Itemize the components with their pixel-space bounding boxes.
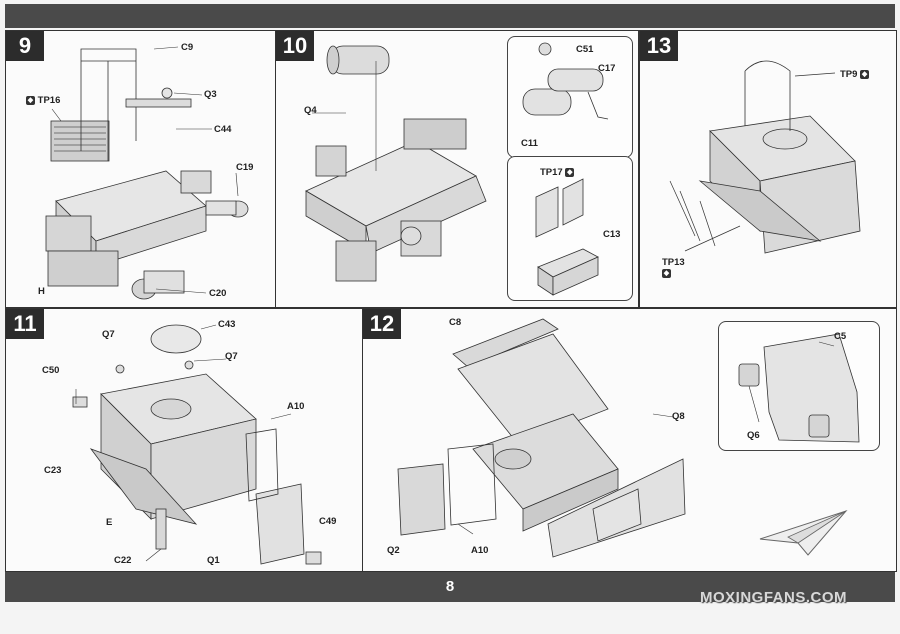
step-13-number: 13 [640,31,678,61]
label-tp9: TP9 ◆ [840,69,870,80]
label-c23: C23 [44,465,62,476]
roof-c8 [452,318,559,368]
label-a10: A10 [471,545,489,556]
label-c20: C20 [209,288,227,299]
subassembly-bracket: TP17 ◆ C13 [507,156,633,301]
label-c17: C17 [598,63,616,74]
step-12-panel: 12 C8 Q8 Q2 A10 C5 Q6 [362,308,897,572]
watermark-text: MOXINGFANS.COM [700,589,848,606]
grille [403,118,467,150]
step-9-panel: 9 ◆ TP16 C9 Q3 C44 C19 H C20 [5,30,276,308]
muffler-illustration [522,42,609,120]
grille [50,120,110,162]
label-c43: C43 [218,319,236,330]
door-q1 [255,483,305,565]
step-10-number: 10 [276,31,314,61]
step-9-illustration [45,46,249,300]
step-11-illustration [72,324,322,565]
label-c44: C44 [214,124,232,135]
label-c5: C5 [834,331,847,342]
label-c51: C51 [576,44,594,55]
subassembly-muffler: C51 C17 C11 [507,36,633,158]
label-tp16: ◆ TP16 [26,95,61,106]
air-filter [330,45,390,75]
door-q2 [397,463,446,536]
label-q6: Q6 [747,430,760,441]
step-11-panel: 11 C43 Q7 Q7 C50 A10 C23 E C49 C22 Q1 [5,308,363,572]
paint-drop-icon: ◆ [860,69,870,79]
label-c13: C13 [603,229,621,240]
paint-drop-icon: ◆ [662,268,671,278]
label-q3: Q3 [204,89,217,100]
bracket-illustration [535,178,599,296]
label-a10: A10 [287,401,305,412]
label-c22: C22 [114,555,132,566]
label-tp17: TP17 ◆ [540,167,575,178]
label-q7-right: Q7 [225,351,238,362]
label-c50: C50 [42,365,60,376]
label-h: H [38,286,45,297]
frame-c9 [80,48,137,161]
label-c8: C8 [449,317,462,328]
label-tp13: TP13◆ [662,257,685,278]
label-e: E [106,517,113,528]
label-c11: C11 [521,138,538,149]
antenna-frame [744,60,791,131]
step-13-illustration [669,60,861,254]
frame-a10 [245,428,279,502]
step-12-illustration [397,318,686,558]
label-q1: Q1 [207,555,220,566]
header-bar [5,4,895,28]
page-number-bar: 8 [5,572,895,602]
paint-drop-icon: ◆ [565,167,575,177]
label-c9: C9 [181,42,194,53]
step-10-panel: 10 Q4 C51 C17 C11 [275,30,639,308]
step-13-panel: 13 TP9 ◆ TP13◆ [639,30,897,308]
step-12-number: 12 [363,309,401,339]
step-11-number: 11 [6,309,44,339]
hatch-c43 [150,324,202,354]
paint-drop-icon: ◆ [26,95,35,105]
step-9-number: 9 [6,31,44,61]
label-q8: Q8 [672,411,685,422]
label-q2: Q2 [387,545,400,556]
label-c19: C19 [236,162,254,173]
frame-a10 [447,443,497,526]
label-c49: C49 [319,516,337,527]
subassembly-side-panel: C5 Q6 [718,321,880,451]
paper-plane-logo [759,509,848,556]
label-q7-left: Q7 [102,329,115,340]
label-q4: Q4 [304,105,317,116]
step-10-illustration [305,45,487,282]
page-number: 8 [445,578,455,595]
side-panel-illustration [738,333,860,443]
